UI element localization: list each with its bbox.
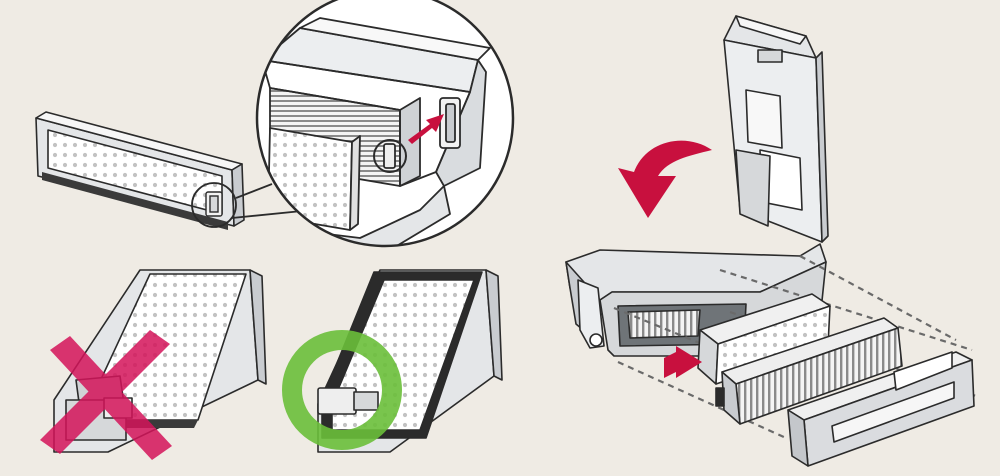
bin-lid [723,15,829,243]
magnified-lens-border [255,0,515,248]
push-arrow-icon [664,346,702,378]
correct-insertion [282,269,503,453]
push-arrow-icon [408,114,444,144]
cross-mark-icon [40,330,172,460]
curved-arrow-icon [618,140,712,218]
small-clip [205,191,223,217]
check-circle-icon [282,330,402,450]
magnified-detail [261,17,491,246]
dust-bin-exploded-view [565,15,977,467]
filter-frame [787,351,975,467]
incorrect-insertion [40,269,267,460]
filter-with-magnified-clip [35,0,515,248]
pleated-filter [715,317,903,425]
zoom-source-circle [191,182,237,228]
